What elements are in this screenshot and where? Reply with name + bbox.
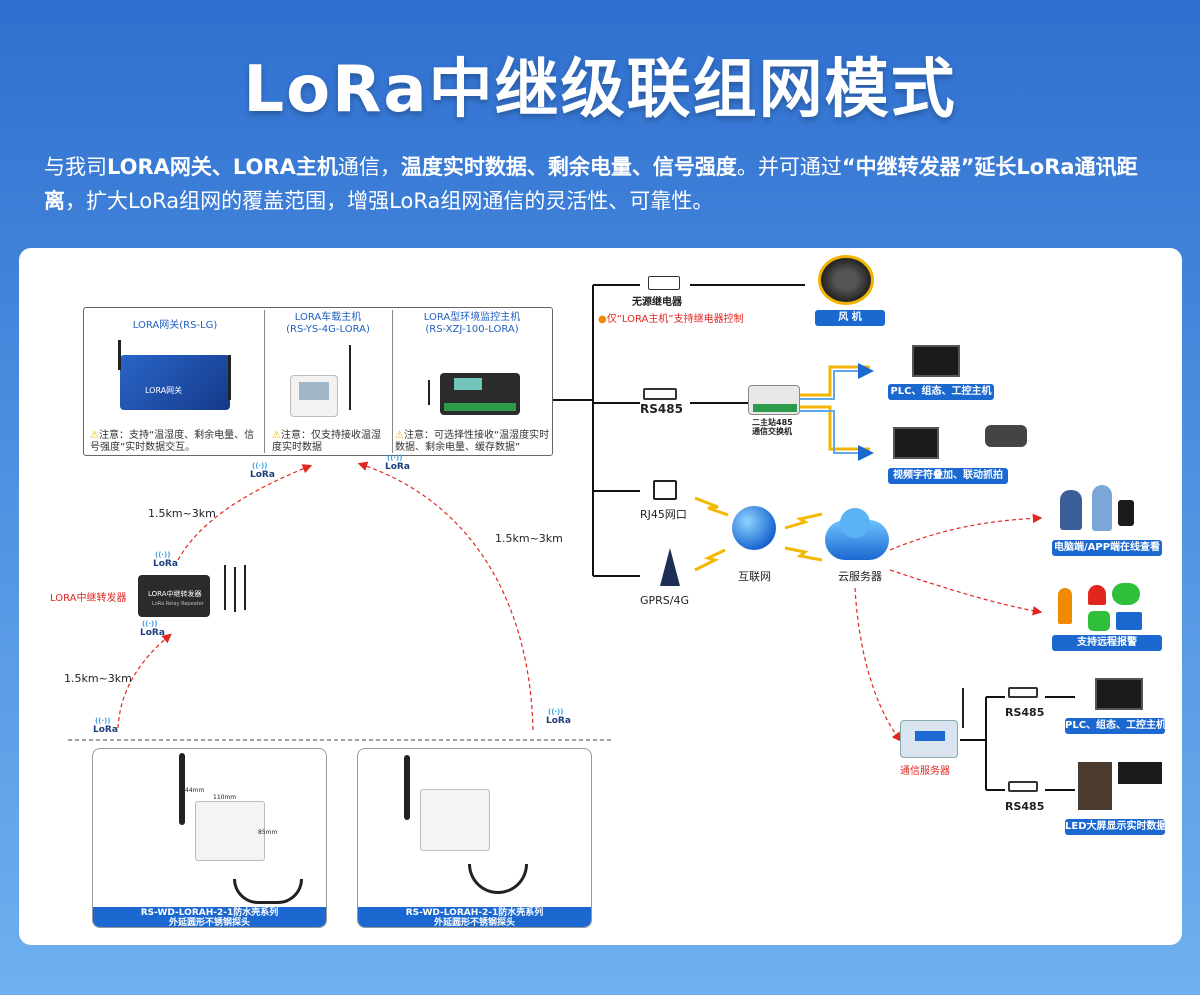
rs485-port-icon (1008, 687, 1038, 698)
sensor-housing (420, 789, 490, 851)
rs485-label-b: RS485 (1005, 800, 1045, 813)
sensor-card: 44mm 110mm 85mm RS-WD-LORAH-2-1防水壳系列 外延圆… (92, 748, 327, 928)
fan-tag: 风 机 (815, 310, 885, 326)
env-host-device (440, 373, 520, 415)
led-tag: LED大屏显示实时数据 (1065, 819, 1167, 835)
person-icon (1092, 485, 1112, 531)
vehicle-host-note: ⚠注意：仅支持接收温湿度实时数据 (272, 430, 381, 453)
rs485-switch-label: 二主站485 通信交换机 (752, 418, 793, 436)
rs485-label: RS485 (640, 402, 683, 416)
distance-label: 1.5km~3km (148, 507, 216, 520)
cloud-label: 云服务器 (838, 570, 882, 583)
monitor-icon (912, 345, 960, 377)
antenna-icon (224, 565, 226, 610)
comm-server-label: 通信服务器 (900, 766, 950, 777)
alarm-tag: 支持远程报警 (1052, 635, 1162, 651)
antenna-icon (962, 688, 964, 728)
video-tag: 视频字符叠加、联动抓拍 (888, 468, 1008, 484)
phone-icon (1118, 500, 1134, 526)
plc-tag-2: PLC、组态、工控主机 (1065, 718, 1166, 734)
rj45-port-icon (653, 480, 677, 500)
lora-logo: LoRa (140, 620, 165, 638)
lora-logo: LoRa (385, 454, 410, 472)
rs485-switch-device (748, 385, 800, 415)
antenna-icon (404, 755, 410, 820)
relay-repeater-device: LORA中继转发器 LoRa Relay Repeater (138, 575, 210, 617)
vehicle-host-title: LORA车载主机 (RS-YS-4G-LORA) (286, 312, 370, 335)
app-tag: 电脑端/APP端在线查看 (1052, 540, 1162, 556)
person-icon (1058, 588, 1072, 624)
distance-label: 1.5km~3km (64, 672, 132, 685)
relay-label: LORA中继转发器 (50, 593, 127, 604)
antenna-icon (428, 380, 430, 405)
antenna-icon (118, 340, 121, 370)
intro-paragraph: 与我司LORA网关、LORA主机通信，温度实时数据、剩余电量、信号强度。并可通过… (44, 155, 1138, 213)
antenna-icon (228, 355, 231, 400)
fan-icon (818, 255, 874, 305)
monitor-icon (1095, 678, 1143, 710)
person-icon (1060, 490, 1082, 530)
camera-icon (985, 425, 1027, 447)
tower-icon (660, 548, 680, 586)
mail-icon (1116, 612, 1142, 630)
wechat-icon (1112, 583, 1140, 605)
lora-logo: LoRa (546, 708, 571, 726)
globe-icon (732, 506, 776, 550)
page-title: LoRa中继级联组网模式 (243, 53, 957, 127)
sensor-housing (195, 801, 265, 861)
message-icon (1088, 611, 1110, 631)
led-screen-icon (1118, 762, 1162, 784)
lora-gateway-device: LORA网关 (120, 355, 230, 410)
relay-note: ●仅“LORA主机”支持继电器控制 (598, 314, 744, 325)
gateway-title: LORA网关(RS-LG) (132, 320, 218, 331)
gprs-label: GPRS/4G (640, 594, 690, 607)
rs485-label-a: RS485 (1005, 706, 1045, 719)
env-host-title: LORA型环境监控主机 (RS-XZJ-100-LORA) (423, 312, 521, 335)
lora-logo: LoRa (93, 717, 118, 735)
rj45-label: RJ45网口 (640, 508, 687, 521)
lora-logo: LoRa (153, 551, 178, 569)
vehicle-host-device (290, 375, 338, 417)
env-host-note: ⚠注意：可选择性接收“温湿度实时数据、剩余电量、缓存数据” (395, 430, 550, 453)
lora-logo: LoRa (250, 462, 275, 480)
probe-cable (468, 864, 528, 894)
rs485-port-icon (643, 388, 677, 400)
relay-switch-label: 无源继电器 (632, 297, 682, 308)
sensor-model-label: RS-WD-LORAH-2-1防水壳系列 外延圆形不锈钢探头 (358, 907, 591, 927)
antenna-icon (179, 753, 185, 825)
antenna-icon (244, 565, 246, 610)
probe-cable (233, 879, 303, 904)
sensor-card: RS-WD-LORAH-2-1防水壳系列 外延圆形不锈钢探头 (357, 748, 592, 928)
antenna-icon (349, 345, 351, 410)
comm-server-device (900, 720, 958, 758)
led-board-icon (1078, 762, 1112, 810)
alarm-light-icon (1088, 585, 1106, 605)
rs485-port-icon (1008, 781, 1038, 792)
antenna-icon (234, 567, 236, 612)
distance-label: 1.5km~3km (495, 532, 563, 545)
gateway-note: ⚠注意：支持“温湿度、剩余电量、信号强度”实时数据交互。 (90, 430, 255, 453)
relay-switch-icon (648, 276, 680, 290)
monitor-icon (893, 427, 939, 459)
internet-label: 互联网 (738, 570, 771, 583)
sensor-model-label: RS-WD-LORAH-2-1防水壳系列 外延圆形不锈钢探头 (93, 907, 326, 927)
plc-tag: PLC、组态、工控主机 (888, 384, 994, 400)
